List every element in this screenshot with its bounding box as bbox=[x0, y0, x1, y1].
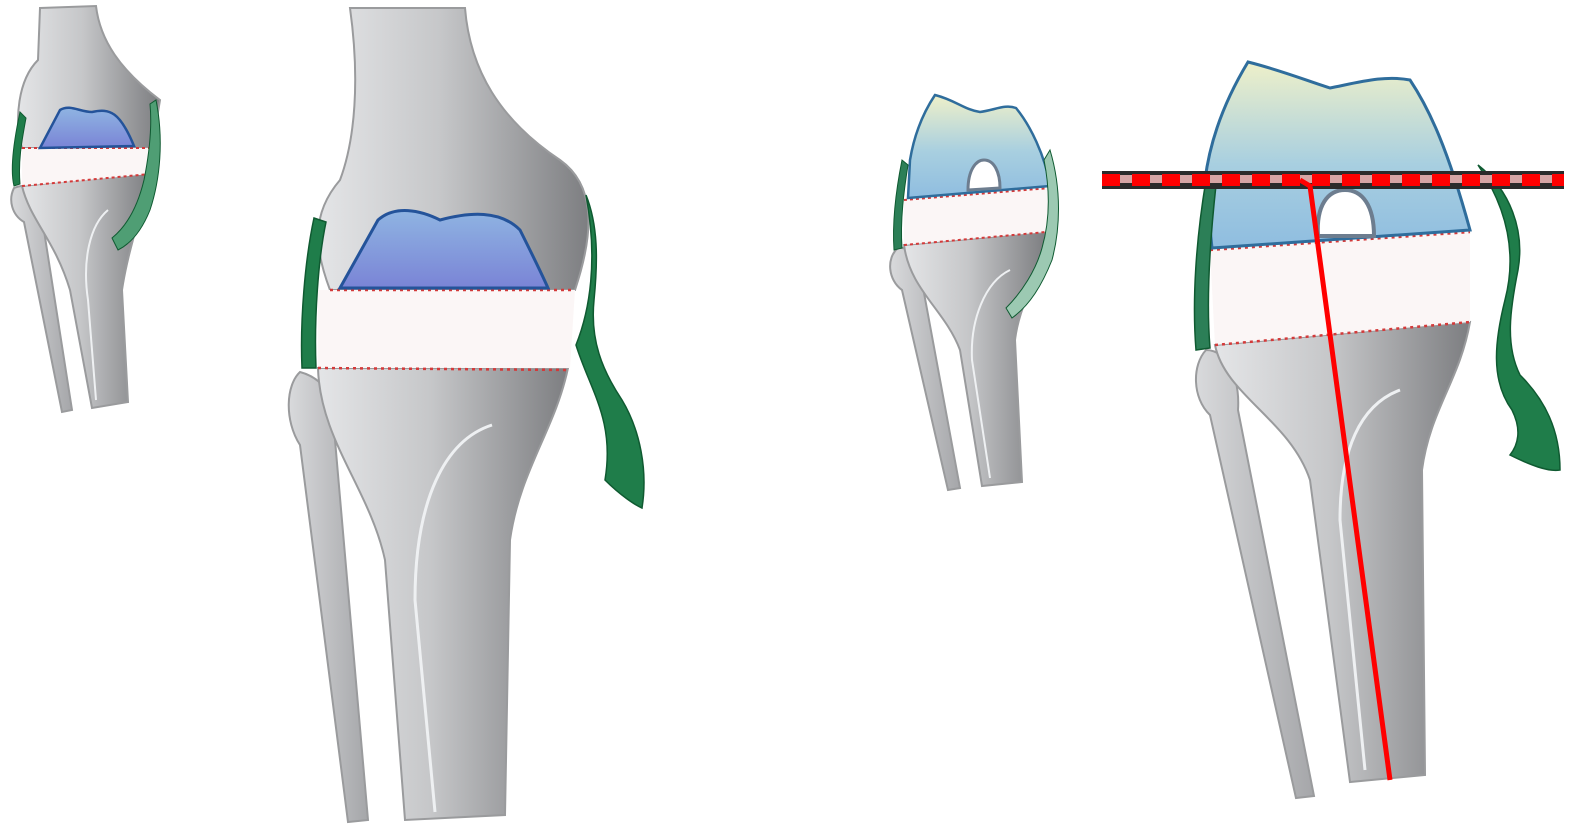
panel-a-small bbox=[11, 6, 160, 412]
panel-a-large bbox=[289, 8, 644, 822]
panel-b-small bbox=[890, 95, 1058, 490]
tibial-insert bbox=[318, 290, 575, 368]
panel-b-large bbox=[1102, 62, 1564, 798]
lateral-ligament bbox=[1478, 165, 1560, 470]
